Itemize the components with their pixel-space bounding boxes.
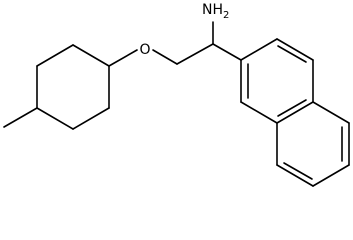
double-bond-inner [277, 45, 307, 63]
naphthalene-ring-a [240, 38, 314, 124]
ring-bond [312, 101, 350, 124]
oxygen-atom-label: O [139, 42, 150, 58]
ring-bond [276, 101, 314, 124]
ring-bond [36, 107, 74, 130]
amine-subscript: 2 [223, 10, 229, 21]
cyclohexane-ring [36, 44, 110, 130]
methyl-bond [3, 107, 38, 128]
ring-bond [276, 38, 314, 61]
oxygen-ch2-bond [152, 49, 178, 65]
ring-bond [240, 38, 278, 61]
naphthalene-ring-b [276, 101, 350, 187]
amine-element: NH [202, 2, 223, 18]
ch-naphthyl-bond [212, 43, 242, 61]
ring-bond [240, 101, 278, 124]
amine-label: NH2 [202, 2, 229, 21]
molecule-structure: O NH2 [3, 2, 350, 187]
double-bond-inner [277, 99, 307, 117]
ring-oxygen-bond [108, 49, 138, 67]
ch2-ch-bond [176, 43, 214, 65]
ring-bond [312, 164, 350, 187]
ring-bond [276, 164, 314, 187]
double-bond-inner [283, 162, 313, 180]
ring-bond [36, 44, 74, 67]
ring-bond [72, 107, 110, 130]
ring-bond [72, 44, 110, 67]
